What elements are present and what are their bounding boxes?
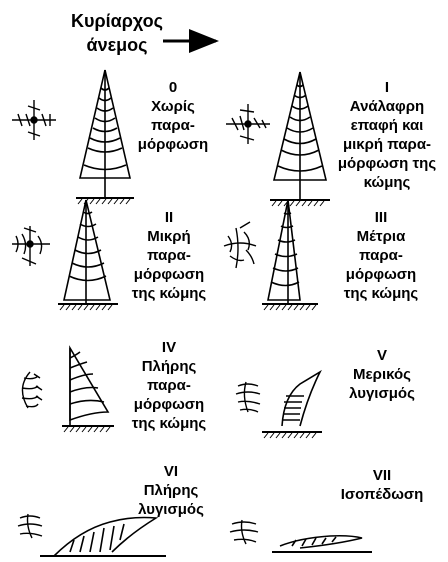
ground-hatching-icon bbox=[272, 201, 324, 206]
stage-numeral: 0 bbox=[128, 78, 218, 97]
stage-label-3: III Μέτρια παρα- μόρφωση της κώμης bbox=[328, 208, 434, 303]
ground-hatching-icon bbox=[264, 433, 316, 438]
stage-label-7: VII Ισοπέδωση bbox=[322, 466, 442, 504]
wind-vane-symbol-icon bbox=[22, 372, 42, 408]
stage-caption-line: Μέτρια bbox=[328, 227, 434, 246]
tree-stage-6 bbox=[40, 518, 166, 557]
stage-caption-line: παρα- bbox=[128, 116, 218, 135]
stage-caption-line: μικρή παρα- bbox=[328, 135, 446, 154]
wind-vane-symbol-icon bbox=[230, 520, 258, 544]
wind-vane-symbol-icon bbox=[224, 222, 256, 268]
wind-vane-symbol-icon bbox=[226, 104, 270, 144]
stage-numeral: VI bbox=[124, 462, 218, 481]
stage-numeral: III bbox=[328, 208, 434, 227]
stage-caption-line: μόρφωση της bbox=[328, 154, 446, 173]
stage-label-0: 0 Χωρίς παρα- μόρφωση bbox=[128, 78, 218, 154]
stage-caption-line: επαφή και bbox=[328, 116, 446, 135]
stage-label-5: V Μερικός λυγισμός bbox=[330, 346, 434, 403]
ground-hatching-icon bbox=[264, 305, 316, 310]
tree-stage-5 bbox=[262, 372, 322, 432]
stage-label-6: VI Πλήρης λυγισμός bbox=[124, 462, 218, 519]
stage-caption-line: Χωρίς bbox=[128, 97, 218, 116]
ground-hatching-icon bbox=[64, 427, 110, 432]
tree-stage-4 bbox=[62, 348, 114, 426]
stage-numeral: I bbox=[328, 78, 446, 97]
stage-label-4: IV Πλήρης παρα- μόρφωση της κώμης bbox=[120, 338, 218, 433]
stage-caption-line: της κώμης bbox=[120, 414, 218, 433]
stage-caption-line: λυγισμός bbox=[124, 500, 218, 519]
stage-caption-line: μόρφωση bbox=[328, 265, 434, 284]
stage-caption-line: κώμης bbox=[328, 173, 446, 192]
tree-stage-1 bbox=[270, 72, 330, 200]
stage-caption-line: μόρφωση bbox=[120, 265, 218, 284]
wind-vane-symbol-icon bbox=[18, 514, 42, 538]
wind-vane-symbol-icon bbox=[236, 382, 260, 412]
stage-caption-line: παρα- bbox=[328, 246, 434, 265]
wind-vane-symbol-icon bbox=[12, 100, 56, 140]
stage-numeral: VII bbox=[322, 466, 442, 485]
stage-caption-line: μόρφωση bbox=[128, 135, 218, 154]
stage-caption-line: Μικρή bbox=[120, 227, 218, 246]
stage-caption-line: λυγισμός bbox=[330, 384, 434, 403]
wind-legend-title: Κυρίαρχος άνεμος bbox=[52, 9, 182, 57]
stage-caption-line: Μερικός bbox=[330, 365, 434, 384]
stage-label-1: I Ανάλαφρη επαφή και μικρή παρα- μόρφωση… bbox=[328, 78, 446, 192]
ground-hatching-icon bbox=[60, 305, 112, 310]
stage-numeral: II bbox=[120, 208, 218, 227]
stage-caption-line: Ανάλαφρη bbox=[328, 97, 446, 116]
stage-caption-line: παρα- bbox=[120, 246, 218, 265]
title-line: Κυρίαρχος bbox=[52, 9, 182, 33]
stage-numeral: V bbox=[330, 346, 434, 365]
stage-caption-line: Πλήρης bbox=[120, 357, 218, 376]
stage-caption-line: Πλήρης bbox=[124, 481, 218, 500]
stage-caption-line: μόρφωση bbox=[120, 395, 218, 414]
stage-caption-line: παρα- bbox=[120, 376, 218, 395]
tree-stage-0 bbox=[76, 70, 134, 198]
stage-caption-line: Ισοπέδωση bbox=[322, 485, 442, 504]
tree-stage-7 bbox=[272, 536, 372, 552]
stage-caption-line: της κώμης bbox=[120, 284, 218, 303]
stage-label-2: II Μικρή παρα- μόρφωση της κώμης bbox=[120, 208, 218, 303]
tree-stage-3 bbox=[262, 200, 318, 304]
wind-vane-symbol-icon bbox=[12, 226, 50, 266]
title-line: άνεμος bbox=[52, 33, 182, 57]
stage-caption-line: της κώμης bbox=[328, 284, 434, 303]
stage-numeral: IV bbox=[120, 338, 218, 357]
tree-stage-2 bbox=[58, 200, 118, 304]
